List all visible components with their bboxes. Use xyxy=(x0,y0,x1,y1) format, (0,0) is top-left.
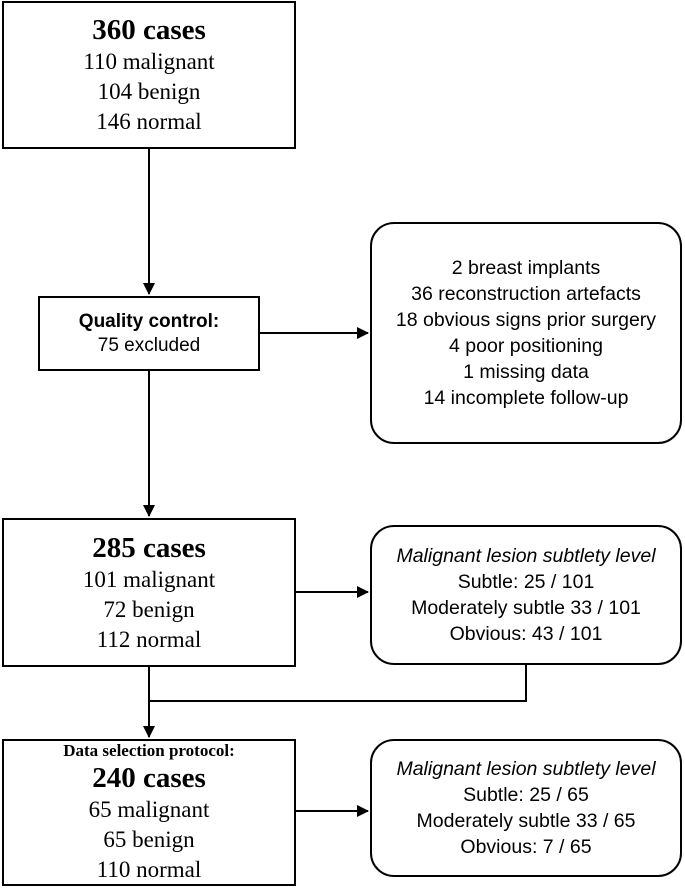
subtlety-heading: Malignant lesion subtlety level xyxy=(396,545,656,567)
selected-malignant: 65 malignant xyxy=(88,797,210,822)
after-qc-malignant: 101 malignant xyxy=(82,566,216,592)
data-selection-protocol-header: Data selection protocol: xyxy=(63,741,235,760)
initial-cases-title: 360 cases xyxy=(92,14,206,46)
subtlety-heading: Malignant lesion subtlety level xyxy=(396,758,656,780)
subtlety-obvious: Obvious: 43 / 101 xyxy=(449,623,603,645)
exclusion-item: 36 reconstruction artefacts xyxy=(411,283,641,305)
after-qc-cases-title: 285 cases xyxy=(92,531,206,564)
subtlety-subtle: Subtle: 25 / 101 xyxy=(457,571,595,593)
initial-malignant: 110 malignant xyxy=(83,49,215,74)
selected-benign: 65 benign xyxy=(103,827,195,852)
after-qc-benign: 72 benign xyxy=(103,596,195,622)
subtlety-moderate: Moderately subtle 33 / 101 xyxy=(411,597,641,619)
exclusion-item: 1 missing data xyxy=(463,361,589,383)
initial-cases-box: 360 cases 110 malignant 104 benign 146 n… xyxy=(2,1,296,149)
quality-control-title: Quality control: xyxy=(78,310,220,332)
merge-line-subtlety-to-selection xyxy=(149,665,527,702)
subtlety-obvious: Obvious: 7 / 65 xyxy=(460,836,592,858)
selected-normal: 110 normal xyxy=(96,857,202,882)
subtlety-box-240: Malignant lesion subtlety level Subtle: … xyxy=(370,739,682,877)
selected-cases-box: Data selection protocol: 240 cases 65 ma… xyxy=(2,739,296,886)
after-qc-normal: 112 normal xyxy=(96,626,202,652)
quality-control-excluded: 75 excluded xyxy=(97,334,201,356)
subtlety-subtle: Subtle: 25 / 65 xyxy=(463,784,589,806)
exclusion-item: 14 incomplete follow-up xyxy=(423,387,629,409)
initial-normal: 146 normal xyxy=(96,109,202,134)
initial-benign: 104 benign xyxy=(97,79,201,104)
exclusions-box: 2 breast implants 36 reconstruction arte… xyxy=(370,222,682,444)
exclusion-item: 18 obvious signs prior surgery xyxy=(395,309,657,331)
exclusion-item: 2 breast implants xyxy=(451,257,601,279)
subtlety-box-285: Malignant lesion subtlety level Subtle: … xyxy=(370,525,682,665)
exclusion-item: 4 poor positioning xyxy=(449,335,603,357)
after-qc-cases-box: 285 cases 101 malignant 72 benign 112 no… xyxy=(2,518,296,667)
selected-cases-title: 240 cases xyxy=(92,762,206,794)
quality-control-box: Quality control: 75 excluded xyxy=(38,296,260,371)
subtlety-moderate: Moderately subtle 33 / 65 xyxy=(416,810,636,832)
